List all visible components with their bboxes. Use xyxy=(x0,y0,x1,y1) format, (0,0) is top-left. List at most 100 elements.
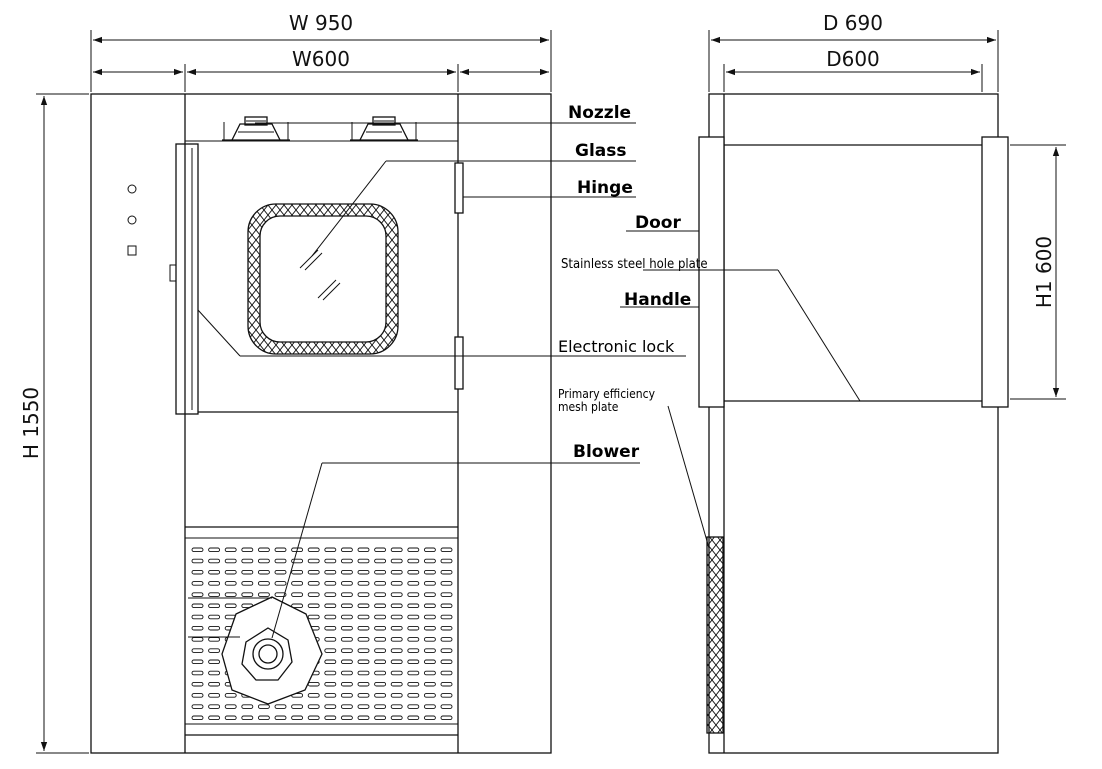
perforation-slot xyxy=(407,558,420,564)
perforation-slot xyxy=(324,670,337,676)
label-handle: Handle xyxy=(624,290,691,310)
perforation-slot xyxy=(324,614,337,620)
perforation-slot xyxy=(390,603,403,609)
perforation-slot xyxy=(191,614,204,620)
perforation-slot xyxy=(208,670,221,676)
perforation-slot xyxy=(257,558,270,564)
label-door: Door xyxy=(635,213,681,233)
perforation-slot xyxy=(340,569,353,575)
dimension-lines xyxy=(36,30,1066,754)
perforation-slot xyxy=(440,625,453,631)
perforation-slot xyxy=(390,614,403,620)
perforation-slot xyxy=(440,547,453,553)
perforation-slot xyxy=(374,569,387,575)
perforation-slot xyxy=(374,681,387,687)
perforation-slot xyxy=(224,704,237,709)
perforation-slot xyxy=(390,648,403,653)
perforation-slot xyxy=(208,558,221,564)
perforation-slot xyxy=(257,569,270,575)
blower-housing xyxy=(188,596,323,705)
perforation-slot xyxy=(307,693,320,698)
perforation-slot xyxy=(208,547,221,553)
perforation-slot xyxy=(423,693,436,698)
perforation-slot xyxy=(324,715,337,721)
perforation-slot xyxy=(423,592,436,597)
perforation-slot xyxy=(423,603,436,609)
perforation-slot xyxy=(357,581,370,586)
hinge-lower xyxy=(454,336,464,390)
perforation-slot xyxy=(407,569,420,575)
perforation-slot xyxy=(340,681,353,687)
front-view xyxy=(90,93,552,754)
perforation-slot xyxy=(291,581,304,586)
perforation-slot xyxy=(340,603,353,609)
perforation-slot xyxy=(440,581,453,586)
perforation-slot xyxy=(324,704,337,709)
perforation-slot xyxy=(440,659,453,665)
perforation-slot xyxy=(374,659,387,665)
perforation-slot xyxy=(357,558,370,564)
perforation-slot xyxy=(390,592,403,597)
label-glass: Glass xyxy=(575,141,627,161)
perforation-slot xyxy=(291,569,304,575)
perforation-slot xyxy=(440,603,453,609)
perforation-slot xyxy=(191,558,204,564)
door-frame-left xyxy=(175,143,199,415)
perforation-slot xyxy=(324,547,337,553)
perforation-slot xyxy=(357,681,370,687)
perforation-slot xyxy=(274,558,287,564)
perforation-slot xyxy=(307,547,320,553)
perforation-slot xyxy=(423,625,436,631)
perforation-slot xyxy=(374,704,387,709)
side-view xyxy=(698,93,1009,754)
perforation-slot xyxy=(407,693,420,698)
perforation-slot xyxy=(440,592,453,597)
perforation-slot xyxy=(374,670,387,676)
perforation-slot xyxy=(374,603,387,609)
perforation-slot xyxy=(374,625,387,631)
perforation-slot xyxy=(407,614,420,620)
perforation-slot xyxy=(208,581,221,586)
perforation-slot xyxy=(374,558,387,564)
perforation-slot xyxy=(274,581,287,586)
perforation-slot xyxy=(440,704,453,709)
primary-mesh-plate xyxy=(706,536,724,734)
perforation-slot xyxy=(340,715,353,721)
perforation-slot xyxy=(224,592,237,597)
perforation-slot xyxy=(191,670,204,676)
perforation-slot xyxy=(357,715,370,721)
nozzle-right xyxy=(350,116,418,141)
perforation-slot xyxy=(307,704,320,709)
perforation-slot xyxy=(423,681,436,687)
perforation-slot xyxy=(357,704,370,709)
perforation-slot xyxy=(340,581,353,586)
perforation-slot xyxy=(291,704,304,709)
perforation-slot xyxy=(291,603,304,609)
perforation-slot xyxy=(390,659,403,665)
perforation-slot xyxy=(274,569,287,575)
perforation-slot xyxy=(374,592,387,597)
perforation-slot xyxy=(324,693,337,698)
label-electronic-lock: Electronic lock xyxy=(558,337,675,356)
perforation-slot xyxy=(224,547,237,553)
perforation-slot xyxy=(208,625,221,631)
perforation-slot xyxy=(191,637,204,642)
front-cabinet-outline xyxy=(90,93,552,754)
perforation-slot xyxy=(324,659,337,665)
perforation-slot xyxy=(324,592,337,597)
perforation-slot xyxy=(274,704,287,709)
perforation-slot xyxy=(224,581,237,586)
perforation-slot xyxy=(307,581,320,586)
perforation-slot xyxy=(340,693,353,698)
perforation-slot xyxy=(357,693,370,698)
perforation-slot xyxy=(291,592,304,597)
dim-overall-depth: D 690 xyxy=(823,11,883,35)
perforation-slot xyxy=(407,670,420,676)
perforation-slot xyxy=(241,558,254,564)
perforation-slot xyxy=(423,581,436,586)
perforation-slot xyxy=(340,670,353,676)
perforation-slot xyxy=(208,648,221,653)
perforation-slot xyxy=(357,547,370,553)
perforation-slot xyxy=(224,715,237,721)
